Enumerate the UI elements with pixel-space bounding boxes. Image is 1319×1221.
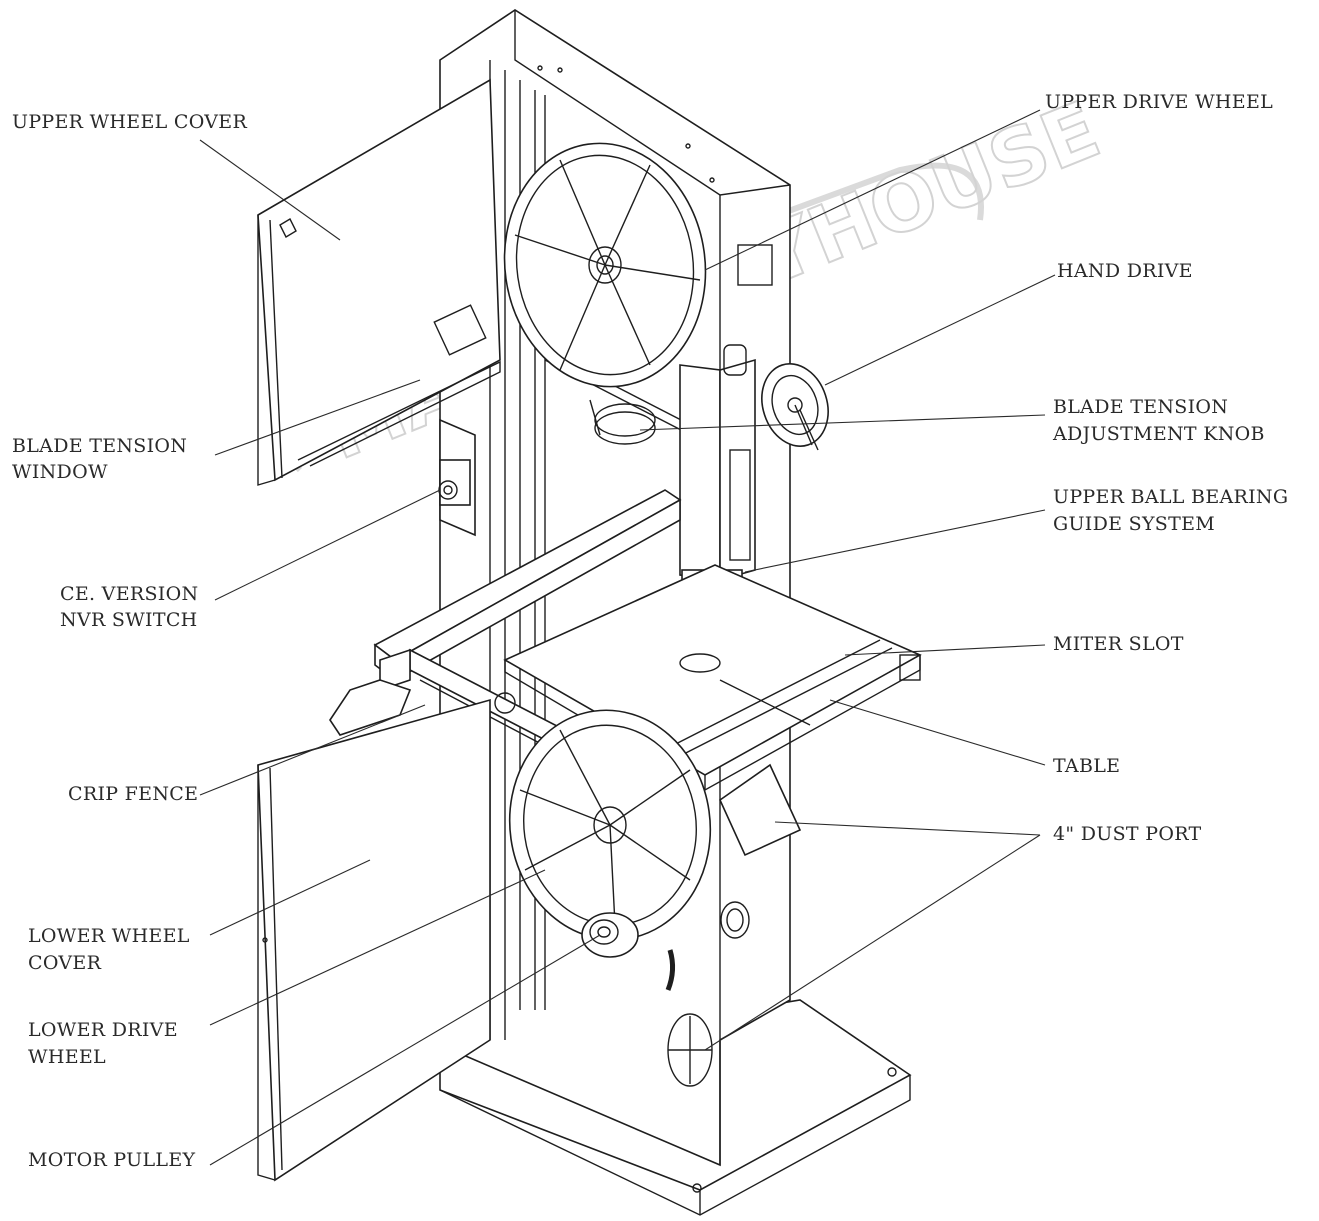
label-hand-drive: HAND DRIVE (1057, 260, 1193, 282)
label-motor-pulley: MOTOR PULLEY (28, 1149, 195, 1171)
label-upper-ball-bearing-line2: GUIDE SYSTEM (1053, 513, 1215, 535)
label-upper-ball-bearing-line1: UPPER BALL BEARING (1053, 486, 1288, 508)
dust-port (667, 763, 802, 1087)
label-upper-drive-wheel: UPPER DRIVE WHEEL (1045, 91, 1273, 113)
label-blade-tension-window-line2: WINDOW (12, 461, 108, 483)
label-upper-wheel-cover: UPPER WHEEL COVER (12, 111, 247, 133)
label-ce-version-line1: CE. VERSION (60, 583, 198, 605)
leader-lines (199, 109, 1056, 1166)
upper-wheel-cover-door (257, 78, 501, 486)
label-lower-wheel-cover-line2: COVER (28, 952, 102, 974)
label-blade-tension-knob-line1: BLADE TENSION (1053, 396, 1228, 418)
label-blade-tension-window-line1: BLADE TENSION (12, 435, 187, 457)
label-lower-wheel-cover-line1: LOWER WHEEL (28, 925, 190, 947)
label-miter-slot: MITER SLOT (1053, 633, 1184, 655)
lower-wheel-cover-door (257, 698, 491, 1182)
guide-post (679, 344, 756, 665)
lower-wheel (508, 709, 750, 941)
label-lower-drive-wheel-line2: WHEEL (28, 1046, 106, 1068)
upper-wheel (503, 142, 707, 445)
label-dust-port: 4" DUST PORT (1053, 823, 1201, 845)
label-blade-tension-knob-line2: ADJUSTMENT KNOB (1052, 423, 1265, 445)
hand-drive (761, 363, 829, 451)
label-crip-fence: CRIP FENCE (68, 783, 198, 805)
label-lower-drive-wheel-line1: LOWER DRIVE (28, 1019, 178, 1041)
motor-pulley (581, 912, 676, 991)
labels: UPPER WHEEL COVER UPPER DRIVE WHEEL HAND… (12, 91, 1288, 1171)
label-ce-version-line2: NVR SWITCH (60, 609, 198, 631)
nvr-switch (438, 418, 476, 537)
label-table: TABLE (1053, 755, 1120, 777)
